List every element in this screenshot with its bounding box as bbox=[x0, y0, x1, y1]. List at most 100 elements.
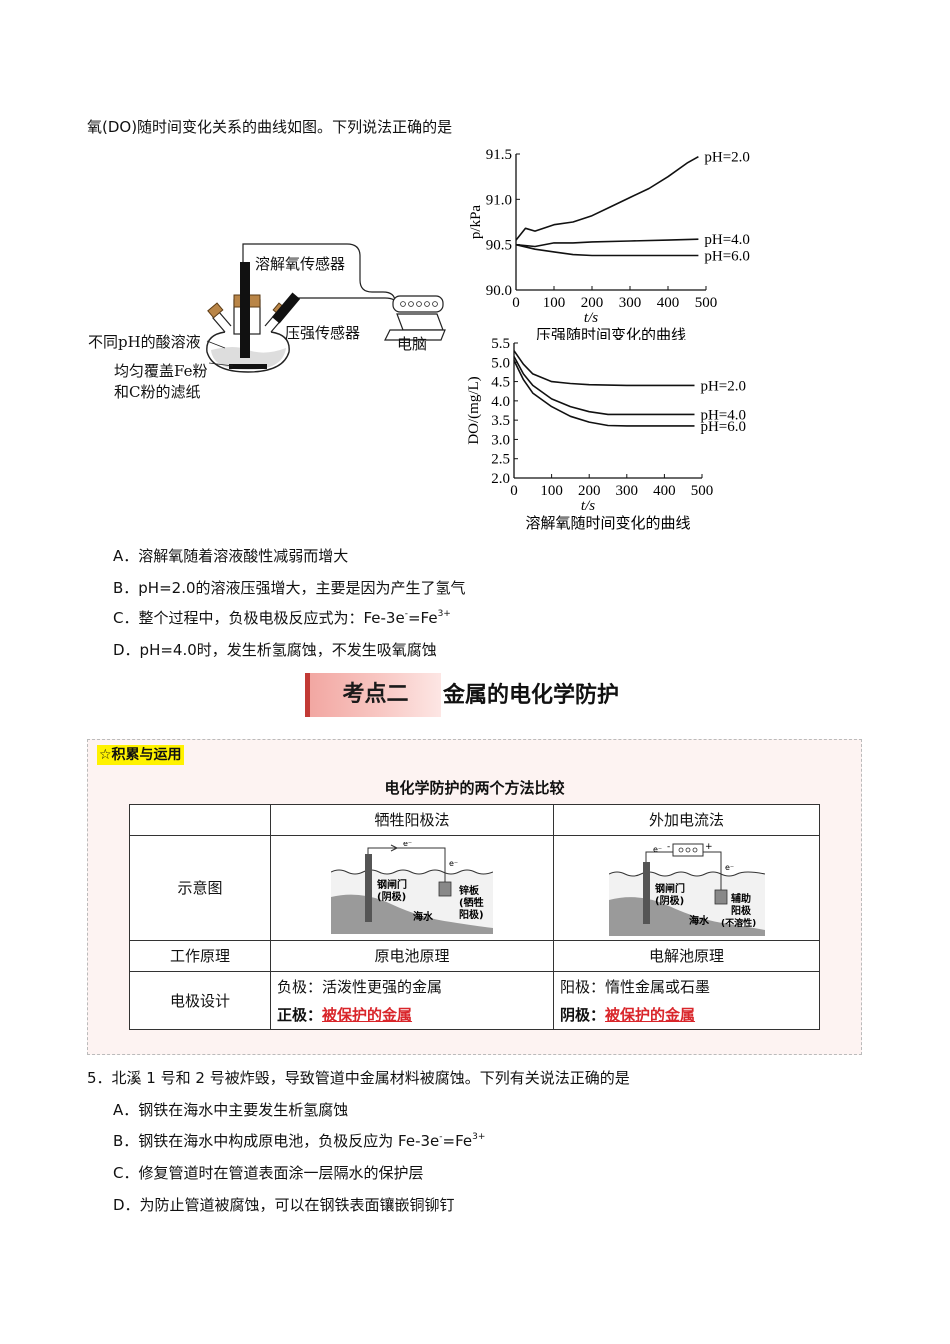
diagram2-gate1: 钢闸门 bbox=[655, 882, 685, 895]
label-pressure-sensor: 压强传感器 bbox=[285, 324, 361, 342]
row-label-principle: 工作原理 bbox=[129, 940, 271, 972]
y-tick-label: 3.5 bbox=[491, 413, 510, 429]
series-line-3 bbox=[513, 360, 695, 427]
sacrificial-anode-diagram: e⁻ e⁻ 钢闸门 (阴极) 海水 锌板 (牺牲 阳极) bbox=[331, 842, 493, 934]
row-label-diagram: 示意图 bbox=[129, 835, 271, 941]
diagram1-plate1: 锌板 bbox=[459, 884, 480, 897]
row-label-electrode: 电极设计 bbox=[129, 971, 271, 1030]
header-impressed-current: 外加电流法 bbox=[553, 804, 820, 836]
section-title: 金属的电化学防护 bbox=[443, 683, 620, 708]
q5-stem: 5．北溪 1 号和 2 号被炸毁，导致管道中金属材料被腐蚀。下列有关说法正确的是 bbox=[87, 1069, 630, 1087]
y-tick-label: 3.0 bbox=[491, 432, 510, 448]
y-tick-label: 4.5 bbox=[491, 375, 510, 391]
label-filter-paper-1: 均匀覆盖Fe粉 bbox=[114, 362, 208, 380]
series-line-2 bbox=[513, 356, 695, 416]
x-tick-label: 100 bbox=[540, 483, 563, 499]
diagram-impressed: e⁻ e⁻ - + 钢闸门 (阴极) 海水 辅助 阳极 (不溶性) bbox=[553, 835, 820, 941]
anode-text: 惰性金属或石墨 bbox=[605, 977, 711, 996]
x-tick-label: 300 bbox=[619, 295, 642, 311]
x-tick-label: 500 bbox=[695, 295, 718, 311]
q5-option-d[interactable]: D．为防止管道被腐蚀，可以在钢铁表面镶嵌铜铆钉 bbox=[113, 1196, 455, 1214]
x-tick-label: 300 bbox=[616, 483, 639, 499]
anode-label: 阳极： bbox=[560, 977, 606, 996]
q4-option-b[interactable]: B．pH=2.0的溶液压强增大，主要是因为产生了氢气 bbox=[113, 579, 466, 597]
electrode-sacrificial: 负极：活泼性更强的金属 正极：被保护的金属 bbox=[270, 971, 554, 1030]
y-axis-label: p/kPa bbox=[468, 205, 484, 240]
chart-title: 压强随时间变化的曲线 bbox=[536, 327, 686, 340]
diagram1-plate2: (牺牲 bbox=[459, 896, 484, 909]
y-axis-label: DO/(mg/L) bbox=[466, 376, 482, 444]
q4-stem: 氧(DO)随时间变化关系的曲线如图。下列说法正确的是 bbox=[87, 118, 453, 136]
comparison-table: 牺牲阳极法 外加电流法 示意图 e⁻ e⁻ 钢闸门 (阴极) 海水 锌板 (牺牲… bbox=[129, 804, 820, 1030]
impressed-current-diagram: e⁻ e⁻ - + 钢闸门 (阴极) 海水 辅助 阳极 (不溶性) bbox=[608, 842, 765, 936]
x-tick-label: 400 bbox=[653, 483, 676, 499]
diagram2-plus: + bbox=[705, 842, 713, 852]
y-tick-label: 4.0 bbox=[491, 394, 510, 410]
diagram2-sea: 海水 bbox=[689, 914, 710, 927]
series-label-3: pH=6.0 bbox=[700, 419, 746, 435]
header-sacrificial-anode: 牺牲阳极法 bbox=[270, 804, 554, 836]
cathode-label: 阴极： bbox=[560, 1005, 606, 1024]
x-tick-label: 400 bbox=[657, 295, 680, 311]
q5-option-a[interactable]: A．钢铁在海水中主要发生析氢腐蚀 bbox=[113, 1101, 349, 1119]
x-tick-label: 0 bbox=[512, 295, 520, 311]
y-tick-label: 91.0 bbox=[486, 192, 512, 208]
diagram2-aux2: 阳极 bbox=[731, 904, 752, 917]
y-tick-label: 91.5 bbox=[486, 147, 512, 163]
series-line-3 bbox=[515, 243, 699, 257]
pos-label: 正极： bbox=[277, 1005, 323, 1024]
chart-title: 溶解氧随时间变化的曲线 bbox=[525, 515, 690, 532]
x-axis-label: t/s bbox=[584, 310, 598, 326]
y-tick-label: 90.0 bbox=[486, 283, 512, 299]
x-tick-label: 500 bbox=[691, 483, 714, 499]
series-label-2: pH=4.0 bbox=[700, 407, 746, 423]
y-tick-label: 2.5 bbox=[491, 452, 510, 468]
diagram2-gate2: (阴极) bbox=[655, 894, 684, 907]
label-filter-paper-2: 和C粉的滤纸 bbox=[114, 383, 201, 401]
diagram2-e2: e⁻ bbox=[725, 863, 734, 872]
q5-option-b[interactable]: B．钢铁在海水中构成原电池，负极反应为 Fe-3e-=Fe3+ bbox=[113, 1132, 486, 1150]
q4-option-d[interactable]: D．pH=4.0时，发生析氢腐蚀，不发生吸氧腐蚀 bbox=[113, 641, 437, 659]
label-acid-solution: 不同pH的酸溶液 bbox=[88, 333, 201, 351]
x-tick-label: 0 bbox=[510, 483, 518, 499]
y-tick-label: 2.0 bbox=[491, 471, 510, 487]
neg-text: 活泼性更强的金属 bbox=[322, 977, 443, 996]
x-tick-label: 200 bbox=[581, 295, 604, 311]
q4-option-c[interactable]: C．整个过程中，负极电极反应式为：Fe-3e-=Fe3+ bbox=[113, 609, 451, 627]
apparatus-diagram bbox=[206, 243, 446, 373]
principle-electrolytic: 电解池原理 bbox=[553, 940, 820, 972]
knowledge-tag: ☆积累与运用 bbox=[97, 745, 184, 765]
x-tick-label: 100 bbox=[543, 295, 566, 311]
series-line-2 bbox=[515, 238, 699, 248]
pos-text: 被保护的金属 bbox=[322, 1005, 413, 1024]
y-tick-label: 5.5 bbox=[491, 336, 510, 352]
q4-option-a[interactable]: A．溶解氧随着溶液酸性减弱而增大 bbox=[113, 547, 349, 565]
pressure-chart: 90.0 90.5 91.0 91.5 0 100 200 300 400 500 t/s p/kPa… bbox=[468, 147, 750, 340]
header-empty bbox=[129, 804, 271, 836]
section-badge: 考点二 bbox=[305, 673, 441, 717]
diagram1-e2: e⁻ bbox=[449, 859, 458, 868]
series-label-3: pH=6.0 bbox=[704, 249, 750, 265]
diagram1-plate3: 阳极) bbox=[459, 908, 484, 921]
diagram1-e1: e⁻ bbox=[403, 842, 412, 848]
diagram2-aux1: 辅助 bbox=[731, 892, 751, 905]
electrode-impressed: 阳极：惰性金属或石墨 阴极：被保护的金属 bbox=[553, 971, 820, 1030]
principle-galvanic: 原电池原理 bbox=[270, 940, 554, 972]
label-do-sensor: 溶解氧传感器 bbox=[255, 255, 346, 273]
cathode-text: 被保护的金属 bbox=[605, 1005, 696, 1024]
neg-label: 负极： bbox=[277, 977, 323, 996]
comparison-title: 电化学防护的两个方法比较 bbox=[384, 779, 565, 797]
diagram1-gate2: (阴极) bbox=[377, 890, 406, 903]
y-tick-label: 5.0 bbox=[491, 355, 510, 371]
series-label-1: pH=2.0 bbox=[700, 378, 746, 394]
series-label-1: pH=2.0 bbox=[704, 150, 750, 166]
diagram2-minus: - bbox=[667, 842, 670, 852]
y-tick-label: 90.5 bbox=[486, 238, 512, 254]
diagram2-aux3: (不溶性) bbox=[721, 917, 756, 929]
q5-option-c[interactable]: C．修复管道时在管道表面涂一层隔水的保护层 bbox=[113, 1164, 424, 1182]
diagram1-gate1: 钢闸门 bbox=[377, 878, 407, 891]
diagram1-sea: 海水 bbox=[413, 910, 434, 923]
series-label-2: pH=4.0 bbox=[704, 232, 750, 248]
series-line-1 bbox=[513, 350, 695, 387]
